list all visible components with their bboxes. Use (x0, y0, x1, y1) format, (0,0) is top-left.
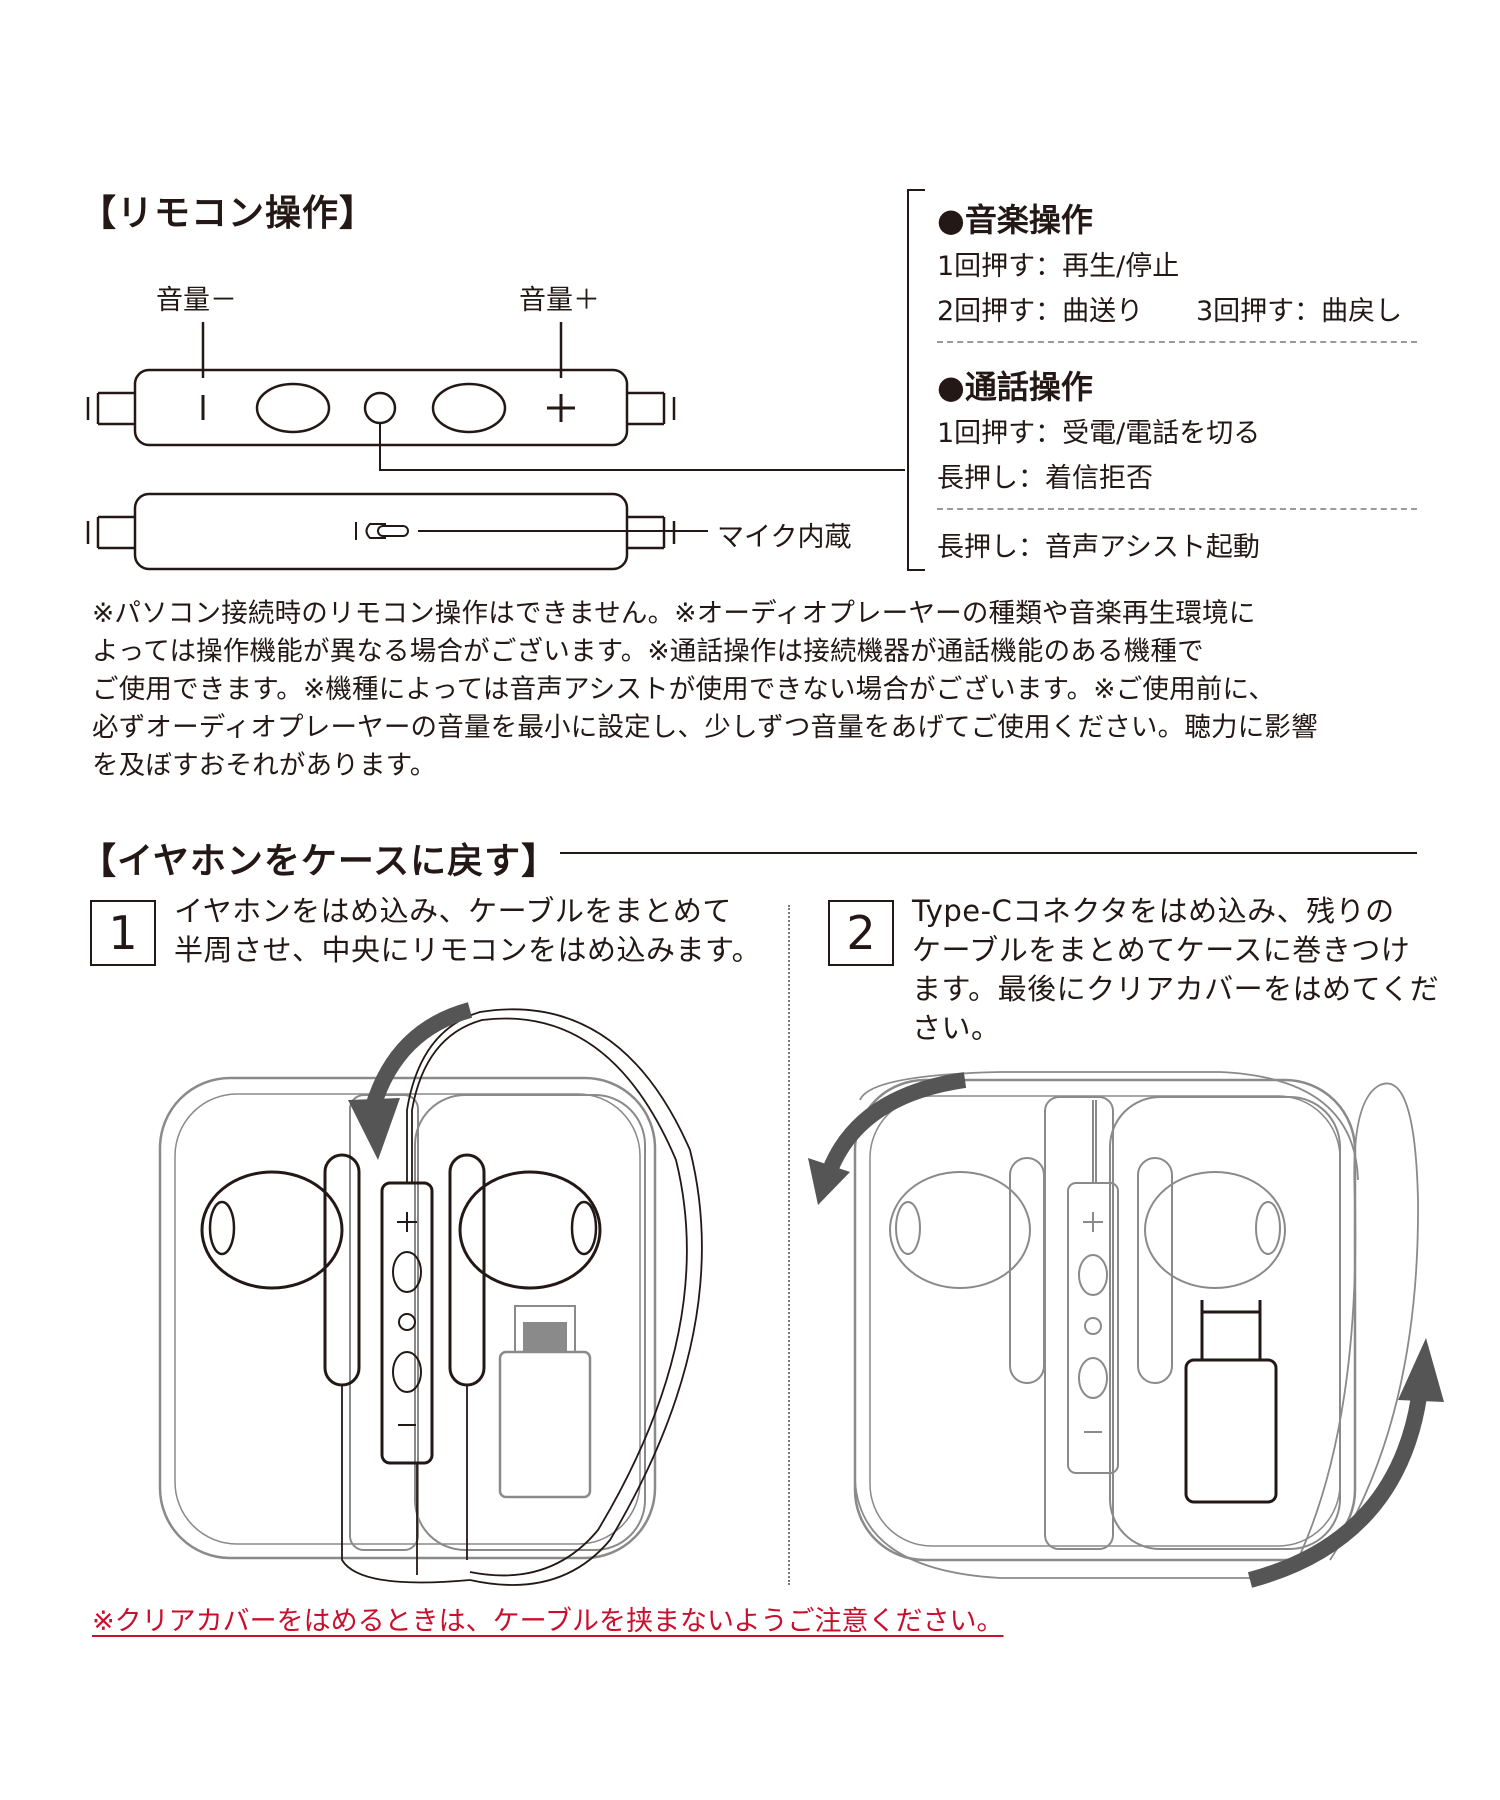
note-line: を及ぼすおそれがあります。 (92, 750, 437, 781)
remote-section-title: 【リモコン操作】 (80, 193, 377, 234)
step-1-line: 半周させ、中央にリモコンをはめ込みます。 (174, 933, 762, 967)
call-heading: ●通話操作 (937, 368, 1093, 406)
step-1-text: イヤホンをはめ込み、ケーブルをまとめて 半周させ、中央にリモコンをはめ込みます。 (174, 892, 761, 970)
case-outline (853, 1078, 1357, 1562)
bracket (907, 189, 925, 571)
right-earbud-stem (1137, 1157, 1173, 1384)
left-earbud (889, 1171, 1031, 1289)
curved-arrow-icon (1247, 1388, 1428, 1588)
step-2-number: 2 (828, 900, 894, 966)
music-line-1: 1回押す：再生/停止 (937, 251, 1180, 282)
note-line: ご使用できます。※機種によっては音声アシストが使用できない場合がございます。※ご… (92, 674, 1276, 705)
call-line-2: 長押し：着信拒否 (937, 463, 1153, 494)
microphone-icon (355, 522, 409, 540)
step-2-line: さい。 (912, 1011, 1001, 1045)
step-2-line: ます。最後にクリアカバーをはめてくだ (912, 972, 1440, 1006)
note-line: ※パソコン接続時のリモコン操作はできません。※オーディオプレーヤーの種類や音楽再… (92, 598, 1256, 629)
step-2-line: Type-Cコネクタをはめ込み、残りの (912, 894, 1395, 928)
left-earbud (200, 1170, 344, 1290)
step-2-text: Type-Cコネクタをはめ込み、残りの ケーブルをまとめてケースに巻きつけ ます… (912, 892, 1439, 1048)
usage-notes: ※パソコン接続時のリモコン操作はできません。※オーディオプレーヤーの種類や音楽再… (92, 595, 1432, 785)
curved-arrow-icon (822, 1072, 967, 1174)
cable-loop (1299, 1082, 1419, 1561)
remote-left-plug (96, 391, 135, 426)
right-earbud (1144, 1171, 1286, 1289)
mic-label: マイク内蔵 (717, 522, 852, 553)
music-line-2a: 2回押す：曲送り (937, 296, 1144, 327)
step-1-line: イヤホンをはめ込み、ケーブルをまとめて (174, 894, 732, 928)
right-earbud (458, 1170, 602, 1290)
case-outline (158, 1076, 657, 1560)
divider (937, 508, 1417, 510)
note-line: 必ずオーディオプレーヤーの音量を最小に設定し、少しずつ音量をあげてご使用ください… (92, 712, 1318, 743)
case-section-title: 【イヤホンをケースに戻す】 (80, 841, 559, 882)
warning-note: ※クリアカバーをはめるときは、ケーブルを挟まないようご注意ください。 (92, 1606, 1004, 1637)
step-1-number: 1 (90, 900, 156, 966)
center-button (363, 391, 397, 425)
call-line-1: 1回押す：受電/電話を切る (937, 418, 1261, 449)
note-line: よっては操作機能が異なる場合がございます。※通話操作は接続機器が通話機能のある機… (92, 636, 1204, 667)
left-earbud-stem (1009, 1157, 1045, 1384)
step-2-line: ケーブルをまとめてケースに巻きつけ (912, 933, 1411, 967)
step-separator (788, 905, 790, 1585)
divider (937, 341, 1417, 343)
volume-minus-label: 音量－ (156, 285, 237, 316)
type-c-connector (1184, 1358, 1278, 1504)
plus-button-mark (547, 394, 575, 422)
music-line-2b: 3回押す：曲戻し (1196, 296, 1403, 327)
curved-arrow-icon (364, 1002, 473, 1113)
left-oval-button (255, 382, 331, 434)
music-heading: ●音楽操作 (937, 201, 1093, 239)
right-oval-button (431, 382, 507, 434)
assist-line: 長押し：音声アシスト起動 (937, 532, 1260, 563)
title-rule (560, 852, 1417, 854)
volume-plus-label: 音量＋ (519, 285, 600, 316)
